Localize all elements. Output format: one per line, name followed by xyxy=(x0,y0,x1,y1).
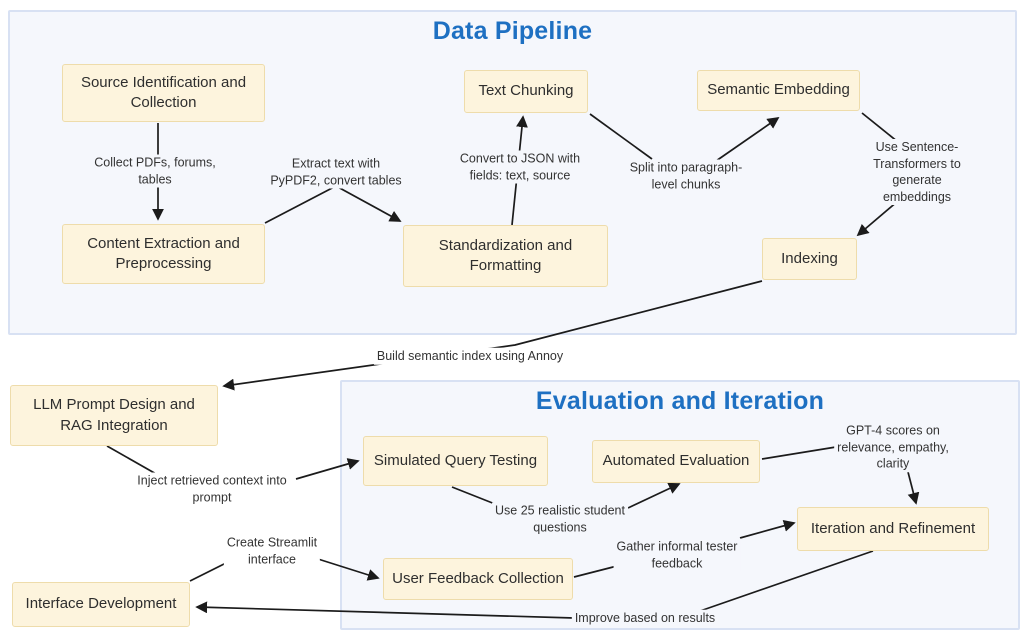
node-automated-evaluation: Automated Evaluation xyxy=(592,440,760,483)
edge-label-use-sentence-transformers: Use Sentence- Transformers to generate e… xyxy=(863,139,971,205)
node-standardization-formatting: Standardization and Formatting xyxy=(403,225,608,287)
edge-interface-to-feedback-1 xyxy=(189,561,229,582)
node-text-chunking: Text Chunking xyxy=(464,70,588,113)
edge-label-inject-context: Inject retrieved context into prompt xyxy=(134,472,290,506)
edge-label-split-chunks: Split into paragraph- level chunks xyxy=(626,159,746,193)
edge-label-extract-text: Extract text with PyPDF2, convert tables xyxy=(267,155,405,189)
section-title-data-pipeline: Data Pipeline xyxy=(432,17,593,45)
node-llm-prompt-design: LLM Prompt Design and RAG Integration xyxy=(10,385,218,446)
node-interface-development: Interface Development xyxy=(12,582,190,627)
edge-label-use-25-questions: Use 25 realistic student questions xyxy=(492,502,628,536)
node-iteration-refinement: Iteration and Refinement xyxy=(797,507,989,551)
node-user-feedback-collection: User Feedback Collection xyxy=(383,558,573,600)
node-simulated-query-testing: Simulated Query Testing xyxy=(363,436,548,486)
section-title-evaluation-iteration: Evaluation and Iteration xyxy=(535,387,825,415)
edge-label-create-streamlit: Create Streamlit interface xyxy=(223,534,321,568)
node-source-identification: Source Identification and Collection xyxy=(62,64,265,122)
edge-label-build-annoy-index: Build semantic index using Annoy xyxy=(373,347,567,365)
node-semantic-embedding: Semantic Embedding xyxy=(697,70,860,111)
edge-label-improve-results: Improve based on results xyxy=(571,609,719,627)
edge-label-gpt4-scores: GPT-4 scores on relevance, empathy, clar… xyxy=(834,422,952,472)
edge-label-convert-json: Convert to JSON with fields: text, sourc… xyxy=(456,150,584,184)
node-indexing: Indexing xyxy=(762,238,857,280)
node-content-extraction: Content Extraction and Preprocessing xyxy=(62,224,265,284)
edge-label-collect-pdfs: Collect PDFs, forums, tables xyxy=(91,154,219,188)
edge-label-gather-feedback: Gather informal tester feedback xyxy=(613,538,741,572)
